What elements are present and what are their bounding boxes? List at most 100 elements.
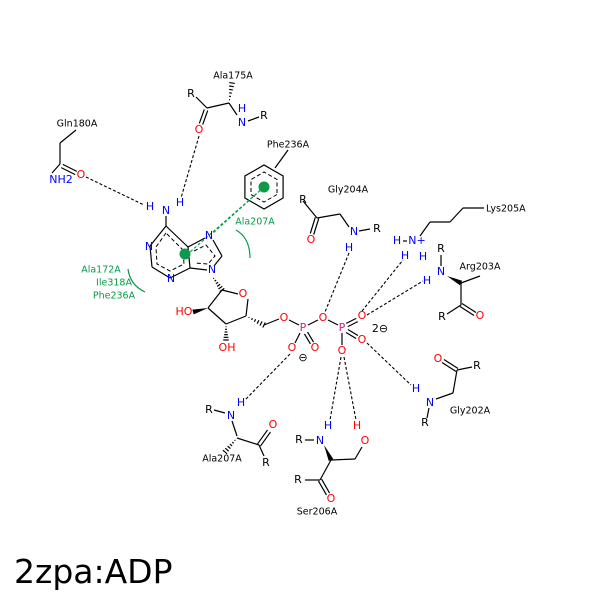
hashed-bond	[231, 441, 235, 444]
carbonyl-bond	[321, 478, 331, 494]
pi-stacking-line	[189, 186, 265, 253]
hydrogen-bond	[366, 280, 424, 316]
bond	[327, 319, 339, 326]
adenine-bond	[149, 245, 153, 268]
hashed-bond	[251, 317, 253, 321]
adenine-bond	[189, 267, 208, 271]
carbonyl-bond	[313, 218, 320, 235]
hashed-bond	[229, 443, 233, 447]
bond	[419, 221, 431, 237]
carbonyl-bond	[259, 431, 271, 447]
hashed-bond	[216, 283, 221, 287]
phosphoryl-bond	[303, 333, 311, 345]
hashed-bond	[218, 285, 223, 290]
residue-label-ala175: Ala175A	[213, 71, 253, 82]
oxygen-atom: O	[77, 168, 86, 181]
r-group: R	[295, 433, 303, 446]
hydrogen-atom: H	[393, 234, 401, 247]
hydrophobic-label-phe236: Phe236A	[93, 291, 136, 302]
adenine-bond	[151, 266, 171, 279]
bond	[452, 369, 458, 394]
bond	[446, 304, 462, 315]
hydrogen-atom: H	[401, 249, 409, 262]
nitrogen-atom: N	[426, 396, 434, 409]
nitrogen-atom: N	[145, 240, 153, 253]
bond	[307, 319, 319, 326]
carbonyl-bond	[60, 167, 76, 176]
bond	[330, 458, 356, 461]
hashed-bond	[222, 449, 228, 455]
residue-label-phe236: Phe236A	[267, 140, 310, 151]
residue-label-lys205: Lys205A	[486, 204, 526, 215]
hydrophobic-contact-arc	[127, 268, 146, 293]
bond	[294, 332, 301, 344]
hashed-bond	[256, 320, 260, 324]
bond	[258, 444, 265, 457]
hydrogen-bond	[244, 353, 291, 401]
carbonyl-bond	[459, 306, 475, 317]
hashed-bond	[229, 85, 234, 88]
phe236-ring-inner	[250, 171, 278, 203]
carbonyl-bond	[443, 358, 459, 369]
nitrogen-atom: N	[167, 272, 175, 285]
hydrogen-atom: H	[324, 419, 332, 432]
ring-centroid-marker	[179, 248, 191, 260]
residue-label-gly204: Gly204A	[328, 185, 369, 196]
adenine-bond	[213, 255, 223, 267]
bond	[206, 102, 230, 109]
phosphorus-atom: P	[339, 321, 346, 334]
bond	[225, 315, 247, 325]
r-group: R	[299, 193, 307, 206]
oxygen-atom: O	[307, 233, 316, 246]
diagram-title: 2zpa:ADP	[14, 552, 173, 591]
bond	[339, 213, 350, 228]
hydrophobic-label-ala172: Ala172A	[81, 265, 121, 276]
hydrogen-bond	[85, 176, 145, 206]
hydrogen-atom: H	[423, 274, 431, 287]
carbonyl-bond	[198, 109, 205, 124]
oxygen-atom: O	[358, 309, 367, 322]
nitrogen-atom: N	[205, 229, 213, 242]
phosphorus-atom: P	[300, 321, 307, 334]
phosphoryl-bond	[347, 321, 359, 328]
oxygen-atom: O	[319, 311, 328, 324]
carbonyl-bond	[309, 217, 316, 234]
carbonyl-bond	[461, 302, 477, 313]
hashed-bond	[229, 88, 233, 91]
ammonium-group: N+	[408, 234, 425, 247]
hydroxyl-group: OH	[219, 341, 236, 354]
r-group: R	[260, 109, 268, 122]
bond	[288, 319, 300, 326]
hashed-bond	[234, 439, 236, 442]
carbonyl-bond	[317, 480, 327, 496]
nitrogen-atom: N	[162, 204, 170, 217]
bond	[221, 289, 239, 295]
carbonyl-bond	[62, 163, 78, 172]
r-group: R	[262, 456, 270, 469]
nitrogen-atom: N	[208, 263, 216, 276]
bond	[213, 409, 226, 414]
carbonyl-bond	[441, 362, 457, 373]
oxygen-atom: O	[358, 333, 367, 346]
nitrogen-atom: N	[437, 265, 445, 278]
nitrogen-atom: N	[350, 225, 358, 238]
phe236-ring	[244, 164, 284, 210]
hashed-bond	[214, 279, 217, 282]
r-group: R	[438, 310, 446, 323]
bond	[274, 149, 289, 169]
residue-label-arg203: Arg203A	[460, 262, 501, 273]
negative-charge: ⊖	[298, 351, 307, 364]
nitrogen-atom: N	[227, 409, 235, 422]
r-group: R	[437, 242, 445, 255]
r-group: R	[421, 416, 429, 429]
aromatic-ring-inner	[193, 244, 216, 265]
bond	[358, 228, 371, 232]
hydrogen-bond	[324, 252, 350, 313]
bond	[435, 392, 454, 400]
phosphoryl-bond	[345, 332, 357, 340]
nh2-atom: NH2	[49, 173, 73, 186]
bond	[228, 102, 238, 116]
